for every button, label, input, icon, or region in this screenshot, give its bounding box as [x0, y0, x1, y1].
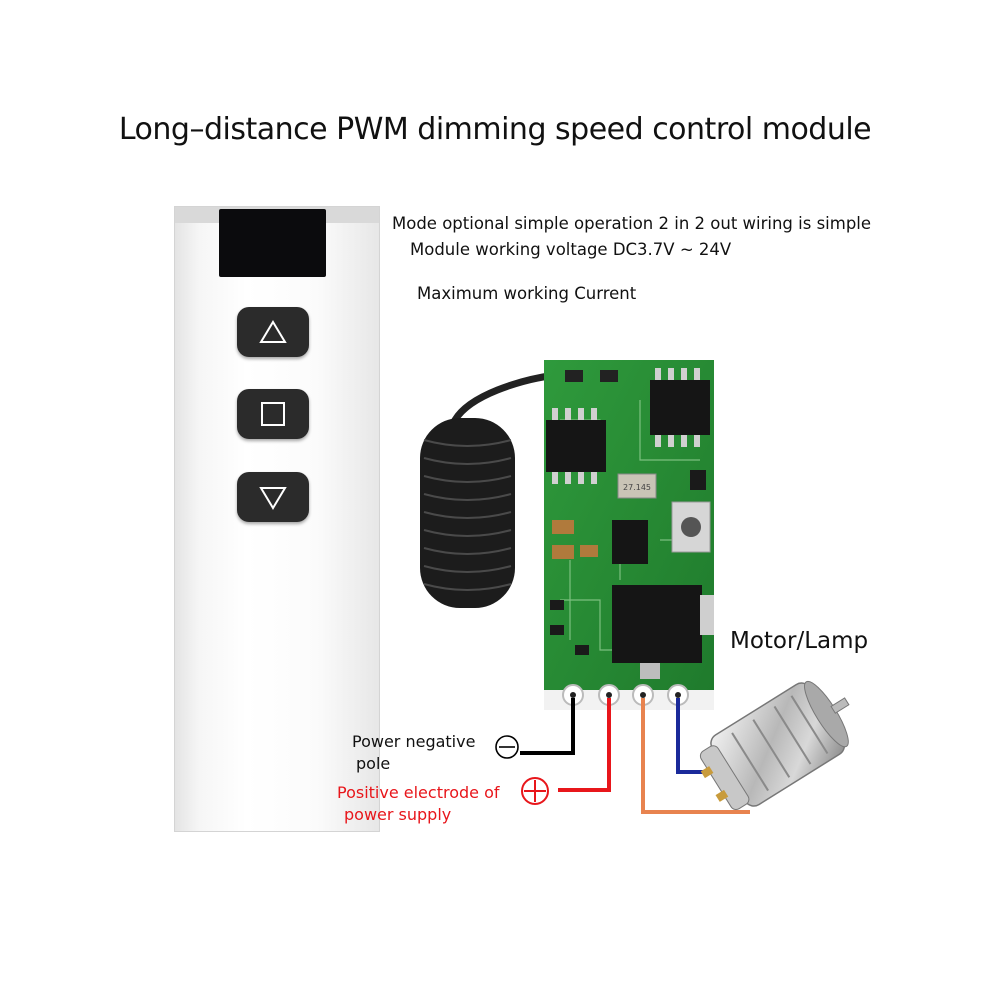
power-negative-label: Power negative pole — [352, 731, 475, 775]
minus-circle-icon — [495, 735, 519, 759]
negative-wire — [520, 698, 575, 755]
remote-control — [174, 206, 380, 832]
wires — [520, 698, 750, 814]
motor-lamp-label: Motor/Lamp — [730, 628, 869, 654]
power-positive-label: Positive electrode of power supply — [337, 782, 500, 826]
plus-circle-icon — [521, 777, 549, 805]
square-stop-icon — [261, 402, 285, 426]
crystal-marking: 27.145 — [623, 483, 651, 492]
spec-working-voltage: Module working voltage DC3.7V ~ 24V — [410, 240, 732, 259]
triangle-down-icon — [259, 487, 287, 510]
power-positive-line2: power supply — [344, 805, 452, 824]
power-negative-line2: pole — [356, 754, 391, 773]
motor-wire-a — [641, 698, 750, 814]
remote-display — [219, 209, 326, 277]
motor-wire-b — [676, 698, 712, 774]
pcb-module: 27.145 — [544, 360, 714, 710]
power-negative-line1: Power negative — [352, 732, 476, 751]
positive-wire — [558, 698, 611, 792]
spec-max-current: Maximum working Current — [417, 284, 637, 303]
antenna-coil — [420, 371, 559, 608]
page-title: Long–distance PWM dimming speed control … — [118, 112, 872, 147]
triangle-up-icon — [259, 320, 287, 343]
power-positive-line1: Positive electrode of — [337, 783, 500, 802]
dc-motor — [699, 680, 850, 811]
up-button[interactable] — [237, 307, 309, 357]
down-button[interactable] — [237, 472, 309, 522]
spec-wiring-mode: Mode optional simple operation 2 in 2 ou… — [392, 214, 872, 233]
stop-button[interactable] — [237, 389, 309, 439]
